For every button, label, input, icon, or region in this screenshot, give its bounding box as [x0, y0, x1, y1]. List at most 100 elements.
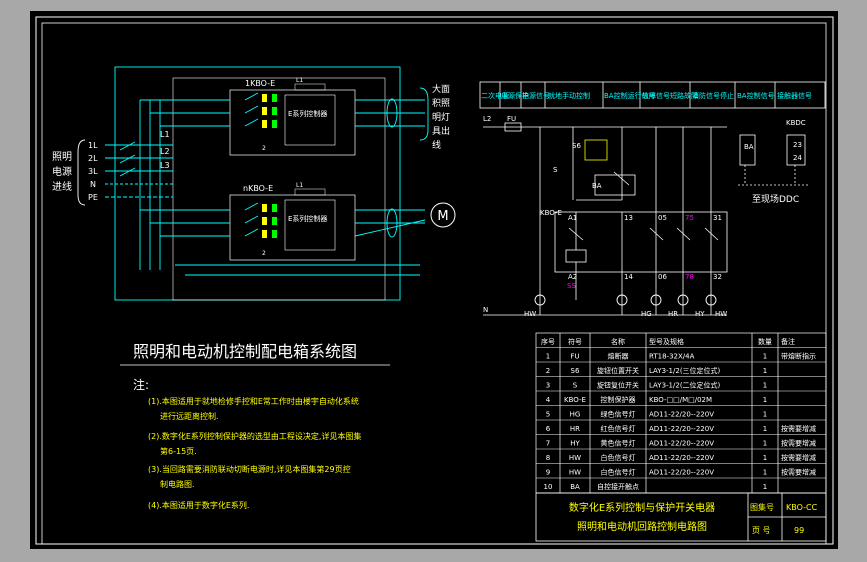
page-value: 99	[794, 526, 804, 535]
svg-text:第6-15页.: 第6-15页.	[160, 446, 197, 456]
svg-text:FU: FU	[507, 115, 516, 123]
table-cell: 自控接开触点	[597, 482, 639, 491]
table-cell: 黄色信号灯	[601, 439, 636, 448]
svg-text:电源保护: 电源保护	[501, 91, 529, 100]
svg-text:PE: PE	[88, 193, 98, 202]
page-label: 页 号	[752, 526, 771, 535]
table-cell: 1	[763, 396, 767, 404]
table-cell: HR	[570, 425, 580, 433]
table-cell: BA	[570, 483, 580, 491]
svg-text:制电路图.: 制电路图.	[160, 479, 195, 489]
svg-text:故障信号短路故障: 故障信号短路故障	[642, 91, 698, 100]
table-cell: 1	[763, 425, 767, 433]
svg-text:HG: HG	[641, 310, 652, 318]
table-cell: 4	[546, 396, 551, 404]
table-cell: 1	[763, 411, 767, 419]
title-block-line1: 数字化E系列控制与保护开关电器	[569, 501, 715, 514]
svg-text:L1: L1	[160, 130, 170, 139]
svg-text:进线: 进线	[52, 180, 72, 193]
svg-text:A2: A2	[568, 273, 577, 281]
table-header-cell: 数量	[758, 337, 772, 346]
table-cell: 旋钮复位开关	[597, 381, 639, 390]
table-cell: 9	[546, 469, 550, 477]
svg-text:电源信号: 电源信号	[522, 91, 550, 100]
table-cell: 按需要增减	[781, 453, 816, 462]
svg-text:照明: 照明	[52, 151, 72, 163]
table-cell: S6	[571, 367, 580, 375]
notes-heading: 注:	[133, 377, 149, 392]
svg-text:L2: L2	[483, 115, 491, 123]
table-cell: 红色信号灯	[601, 424, 636, 433]
svg-text:BA控制信号: BA控制信号	[737, 91, 775, 100]
table-cell: 7	[546, 440, 550, 448]
table-cell: S	[573, 382, 578, 390]
supply-label: 照明 电源 进线	[52, 151, 72, 193]
table-header-cell: 型号及规格	[649, 337, 684, 346]
svg-text:具出: 具出	[432, 125, 450, 137]
breaker-glyphs	[262, 83, 326, 238]
circuit-labels: L2 FU S6 S BA KBO-E A1 A2 13 14 05 06 31…	[483, 115, 806, 314]
table-cell: HG	[570, 411, 581, 419]
table-cell: 1	[546, 353, 550, 361]
table-cell: 2	[546, 367, 550, 375]
svg-text:BA: BA	[592, 182, 602, 190]
svg-text:2L: 2L	[88, 154, 98, 163]
atlas-value: KBO-CC	[786, 503, 818, 512]
table-cell: 熔断器	[608, 352, 629, 361]
svg-text:(2).数字化E系列控制保护器的选型由工程设决定,详见本图集: (2).数字化E系列控制保护器的选型由工程设决定,详见本图集	[148, 431, 361, 441]
svg-text:S: S	[553, 166, 558, 174]
drawing-title: 照明和电动机控制配电箱系统图	[133, 342, 357, 361]
terminal-78: 78	[685, 273, 694, 281]
inner-frame	[41, 22, 827, 545]
svg-text:06: 06	[658, 273, 667, 281]
lighting-motor-system-diagram	[77, 66, 429, 301]
table-cell: 带熔断指示	[781, 352, 816, 361]
table-cell: AD11-22/20--220V	[649, 425, 714, 433]
table-cell: AD11-22/20--220V	[649, 454, 714, 462]
table-cell: 按需要增减	[781, 439, 816, 448]
table-cell: 控制保护器	[601, 395, 636, 404]
table-cell: 绿色信号灯	[601, 410, 636, 419]
svg-text:1L: 1L	[88, 141, 98, 150]
table-header-cell: 名称	[611, 337, 625, 346]
table-cell: AD11-22/20--220V	[649, 440, 714, 448]
ba-contact-box	[594, 174, 636, 196]
svg-text:进行远距离控制.: 进行远距离控制.	[160, 411, 219, 421]
num-bottom: 2	[262, 250, 266, 257]
table-cell: 1	[763, 483, 767, 491]
svg-text:BA控制运行信号: BA控制运行信号	[604, 91, 656, 100]
table-cell: LAY3-1/2(三位定位式)	[649, 366, 721, 375]
svg-text:L3: L3	[160, 161, 170, 170]
svg-text:线: 线	[432, 139, 441, 151]
controller-bottom: E系列控制器	[288, 214, 327, 223]
terminal-75: 75	[685, 214, 694, 222]
table-cell: KBO-□□/M□/02M	[649, 396, 712, 404]
svg-text:S6: S6	[572, 142, 581, 150]
phase-labels: 1L 2L 3L N PE	[88, 141, 98, 202]
motor-label: M	[437, 209, 448, 224]
svg-text:二次电源: 二次电源	[481, 91, 509, 100]
light-fixture-label: 大面 积照 明灯 具出 线	[432, 83, 450, 151]
svg-text:24: 24	[793, 154, 802, 162]
table-cell: HW	[569, 454, 581, 462]
svg-text:(4).本图适用于数字化E系列.: (4).本图适用于数字化E系列.	[148, 500, 249, 510]
table-cell: 10	[544, 483, 553, 491]
line-labels: L1 L2 L3	[160, 130, 170, 170]
svg-text:积照: 积照	[432, 97, 450, 109]
table-cell: HW	[569, 469, 581, 477]
svg-text:13: 13	[624, 214, 633, 222]
table-cell: AD11-22/20--220V	[649, 411, 714, 419]
svg-text:HY: HY	[695, 310, 705, 318]
svg-text:3L: 3L	[88, 167, 98, 176]
svg-text:N: N	[483, 306, 488, 314]
table-cell: 按需要增减	[781, 424, 816, 433]
table-cell: 1	[763, 353, 767, 361]
table-cell: 3	[546, 382, 550, 390]
svg-text:05: 05	[658, 214, 667, 222]
drawing-canvas[interactable]	[30, 11, 838, 549]
table-cell: 1	[763, 469, 767, 477]
table-cell: FU	[570, 353, 579, 361]
table-header-cell: 备注	[781, 337, 795, 346]
table-cell: 1	[763, 367, 767, 375]
